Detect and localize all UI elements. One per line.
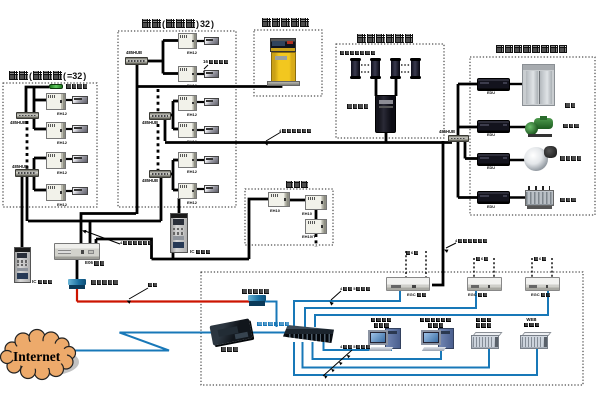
svg-text:Internet: Internet (13, 349, 61, 364)
